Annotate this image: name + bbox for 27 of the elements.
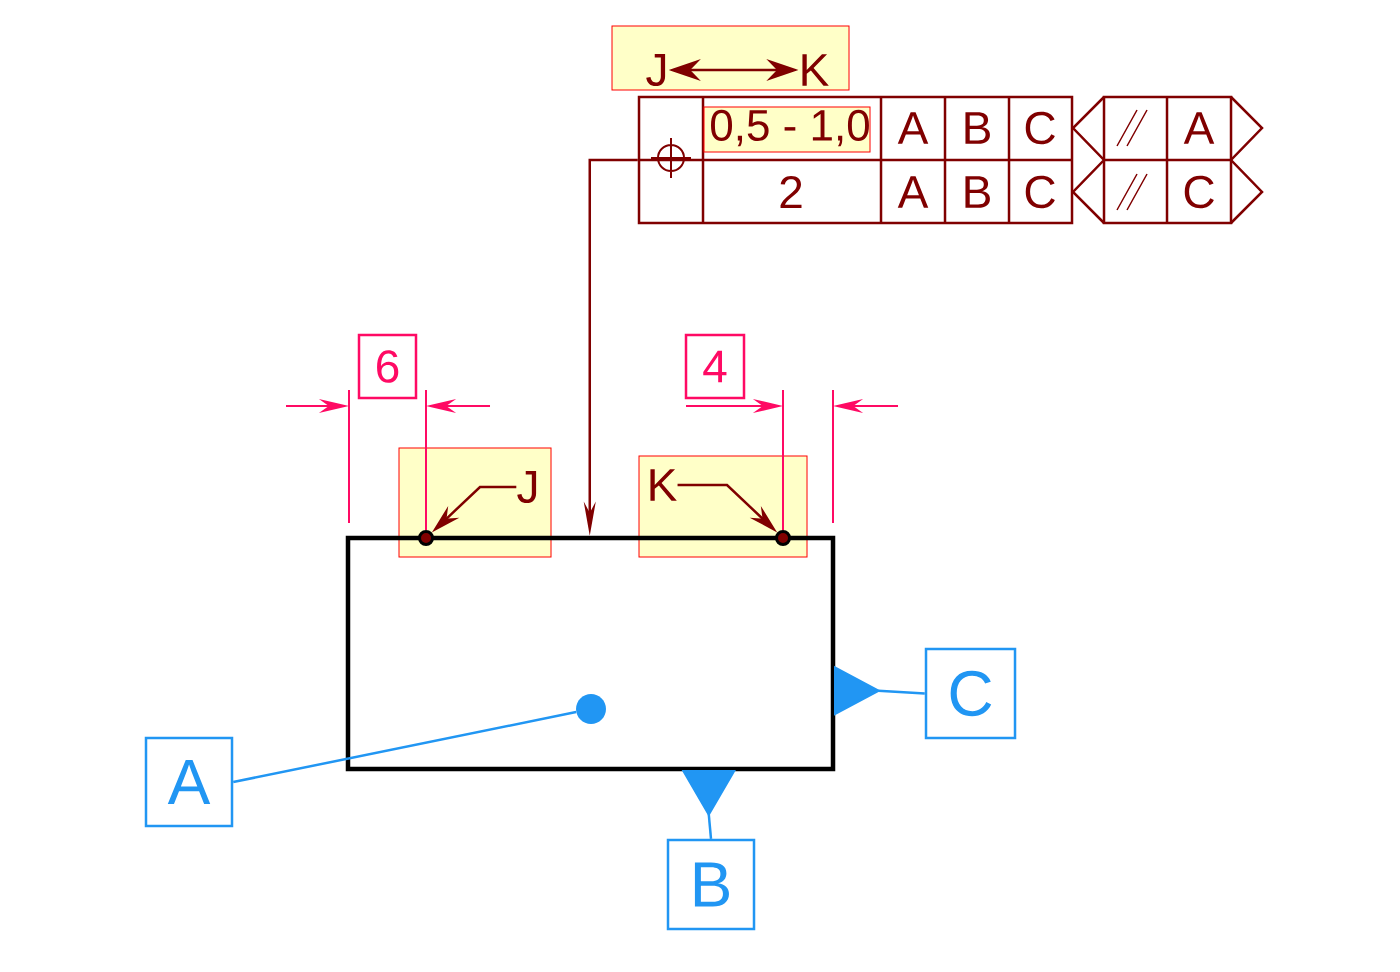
datum-reference: C: [1025, 175, 1055, 209]
datum-label: B: [666, 838, 756, 931]
dimension-value: 4: [684, 333, 746, 400]
point-label: J: [517, 470, 537, 504]
datum-reference: A: [897, 112, 929, 144]
datum-triangle-leader: [834, 665, 925, 716]
part-outline: [345, 535, 836, 772]
point-marker: [775, 530, 791, 546]
datum-target-point: [576, 694, 606, 724]
tolerance-value: 0,5 - 1,0: [703, 106, 871, 153]
datum-reference: B: [965, 176, 990, 208]
tolerance-value: 2: [780, 175, 802, 209]
point-label: K: [802, 54, 829, 86]
datum-reference: C: [1025, 111, 1055, 145]
datum-label: C: [924, 647, 1017, 740]
dimension-value: 6: [357, 333, 418, 400]
datum-triangle-leader: [681, 770, 736, 839]
datum-reference: B: [965, 112, 990, 144]
highlight-box: [398, 447, 552, 558]
point-marker: [418, 530, 434, 546]
leader-line: [233, 710, 577, 784]
highlight-box: [611, 25, 850, 91]
point-label: J: [646, 53, 666, 87]
highlight-box: [638, 455, 808, 558]
point-label: K: [650, 469, 677, 501]
datum-reference: A: [897, 176, 929, 208]
datum-label: A: [144, 736, 234, 828]
